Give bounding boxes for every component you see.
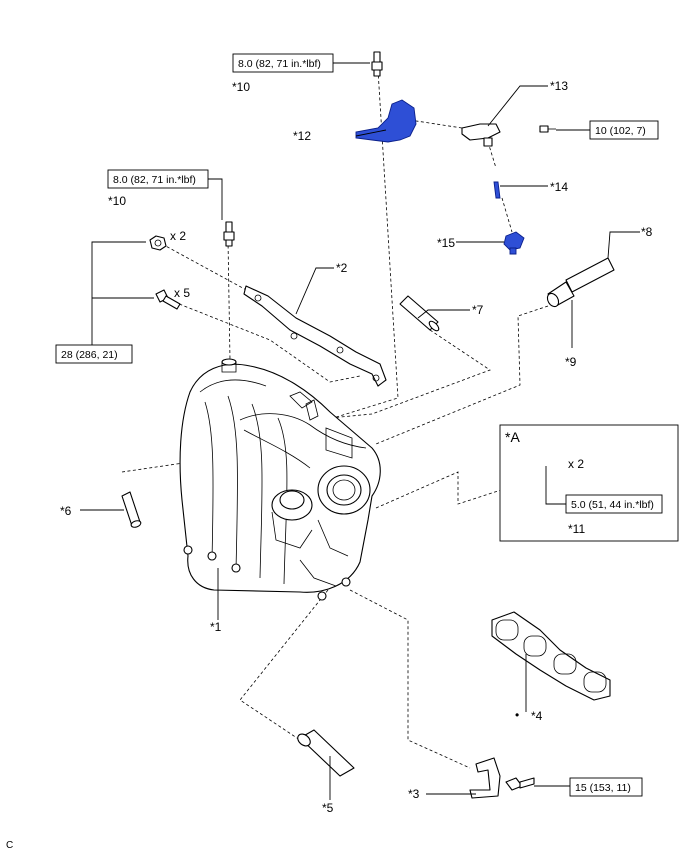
callout-2: *2 [336, 261, 348, 275]
qty-stud: x 2 [568, 457, 584, 471]
callout-12: *12 [293, 129, 311, 143]
detail-box-a [499, 424, 679, 542]
bolt [155, 289, 181, 310]
torque-top: 8.0 (82, 71 in.*lbf) [238, 58, 321, 70]
sensor-bracket [355, 99, 417, 143]
callout-4: *4 [531, 709, 543, 723]
callout-5: *5 [322, 801, 334, 815]
callout-10-left: *10 [108, 194, 126, 208]
qty-nut: x 2 [170, 229, 186, 243]
callout-6: *6 [60, 504, 72, 518]
torque-bracket: 15 (153, 11) [575, 782, 631, 794]
hose-7 [399, 295, 440, 332]
hose-8 [546, 257, 615, 308]
pressure-sensor [461, 123, 556, 147]
torque-sensor: 10 (102, 7) [595, 125, 646, 137]
vacuum-hose [493, 181, 501, 199]
callout-7: *7 [472, 303, 484, 317]
corner-code: C [6, 840, 13, 851]
wire-harness-bracket [243, 285, 387, 387]
callout-3: *3 [408, 787, 420, 801]
nut [149, 235, 167, 251]
callout-1: *1 [210, 620, 222, 634]
hose-connector [503, 231, 525, 255]
torque-box-bracket [569, 777, 643, 797]
hose-6 [121, 491, 142, 528]
callout-9: *9 [565, 355, 577, 369]
manifold-bracket [469, 757, 535, 799]
torque-box-nuts [55, 344, 133, 364]
callout-8: *8 [641, 225, 653, 239]
callout-15: *15 [437, 236, 455, 250]
torque-nuts: 28 (286, 21) [61, 349, 118, 361]
assembly-lines [121, 69, 549, 769]
callout-11: *11 [568, 522, 585, 536]
stud-bolt-top [371, 51, 383, 77]
stud-bolt-left [223, 221, 235, 247]
callout-14: *14 [550, 180, 568, 194]
hose-5 [297, 729, 355, 777]
callout-a: *A [505, 429, 520, 445]
callout-13: *13 [550, 79, 568, 93]
qty-bolt: x 5 [174, 286, 190, 300]
intake-manifold [179, 358, 381, 601]
torque-stud: 5.0 (51, 44 in.*lbf) [571, 499, 654, 511]
callout-10-top: *10 [232, 80, 250, 94]
non-reusable-mark: • [515, 708, 519, 722]
intake-gasket [491, 611, 611, 701]
torque-left: 8.0 (82, 71 in.*lbf) [113, 174, 196, 186]
